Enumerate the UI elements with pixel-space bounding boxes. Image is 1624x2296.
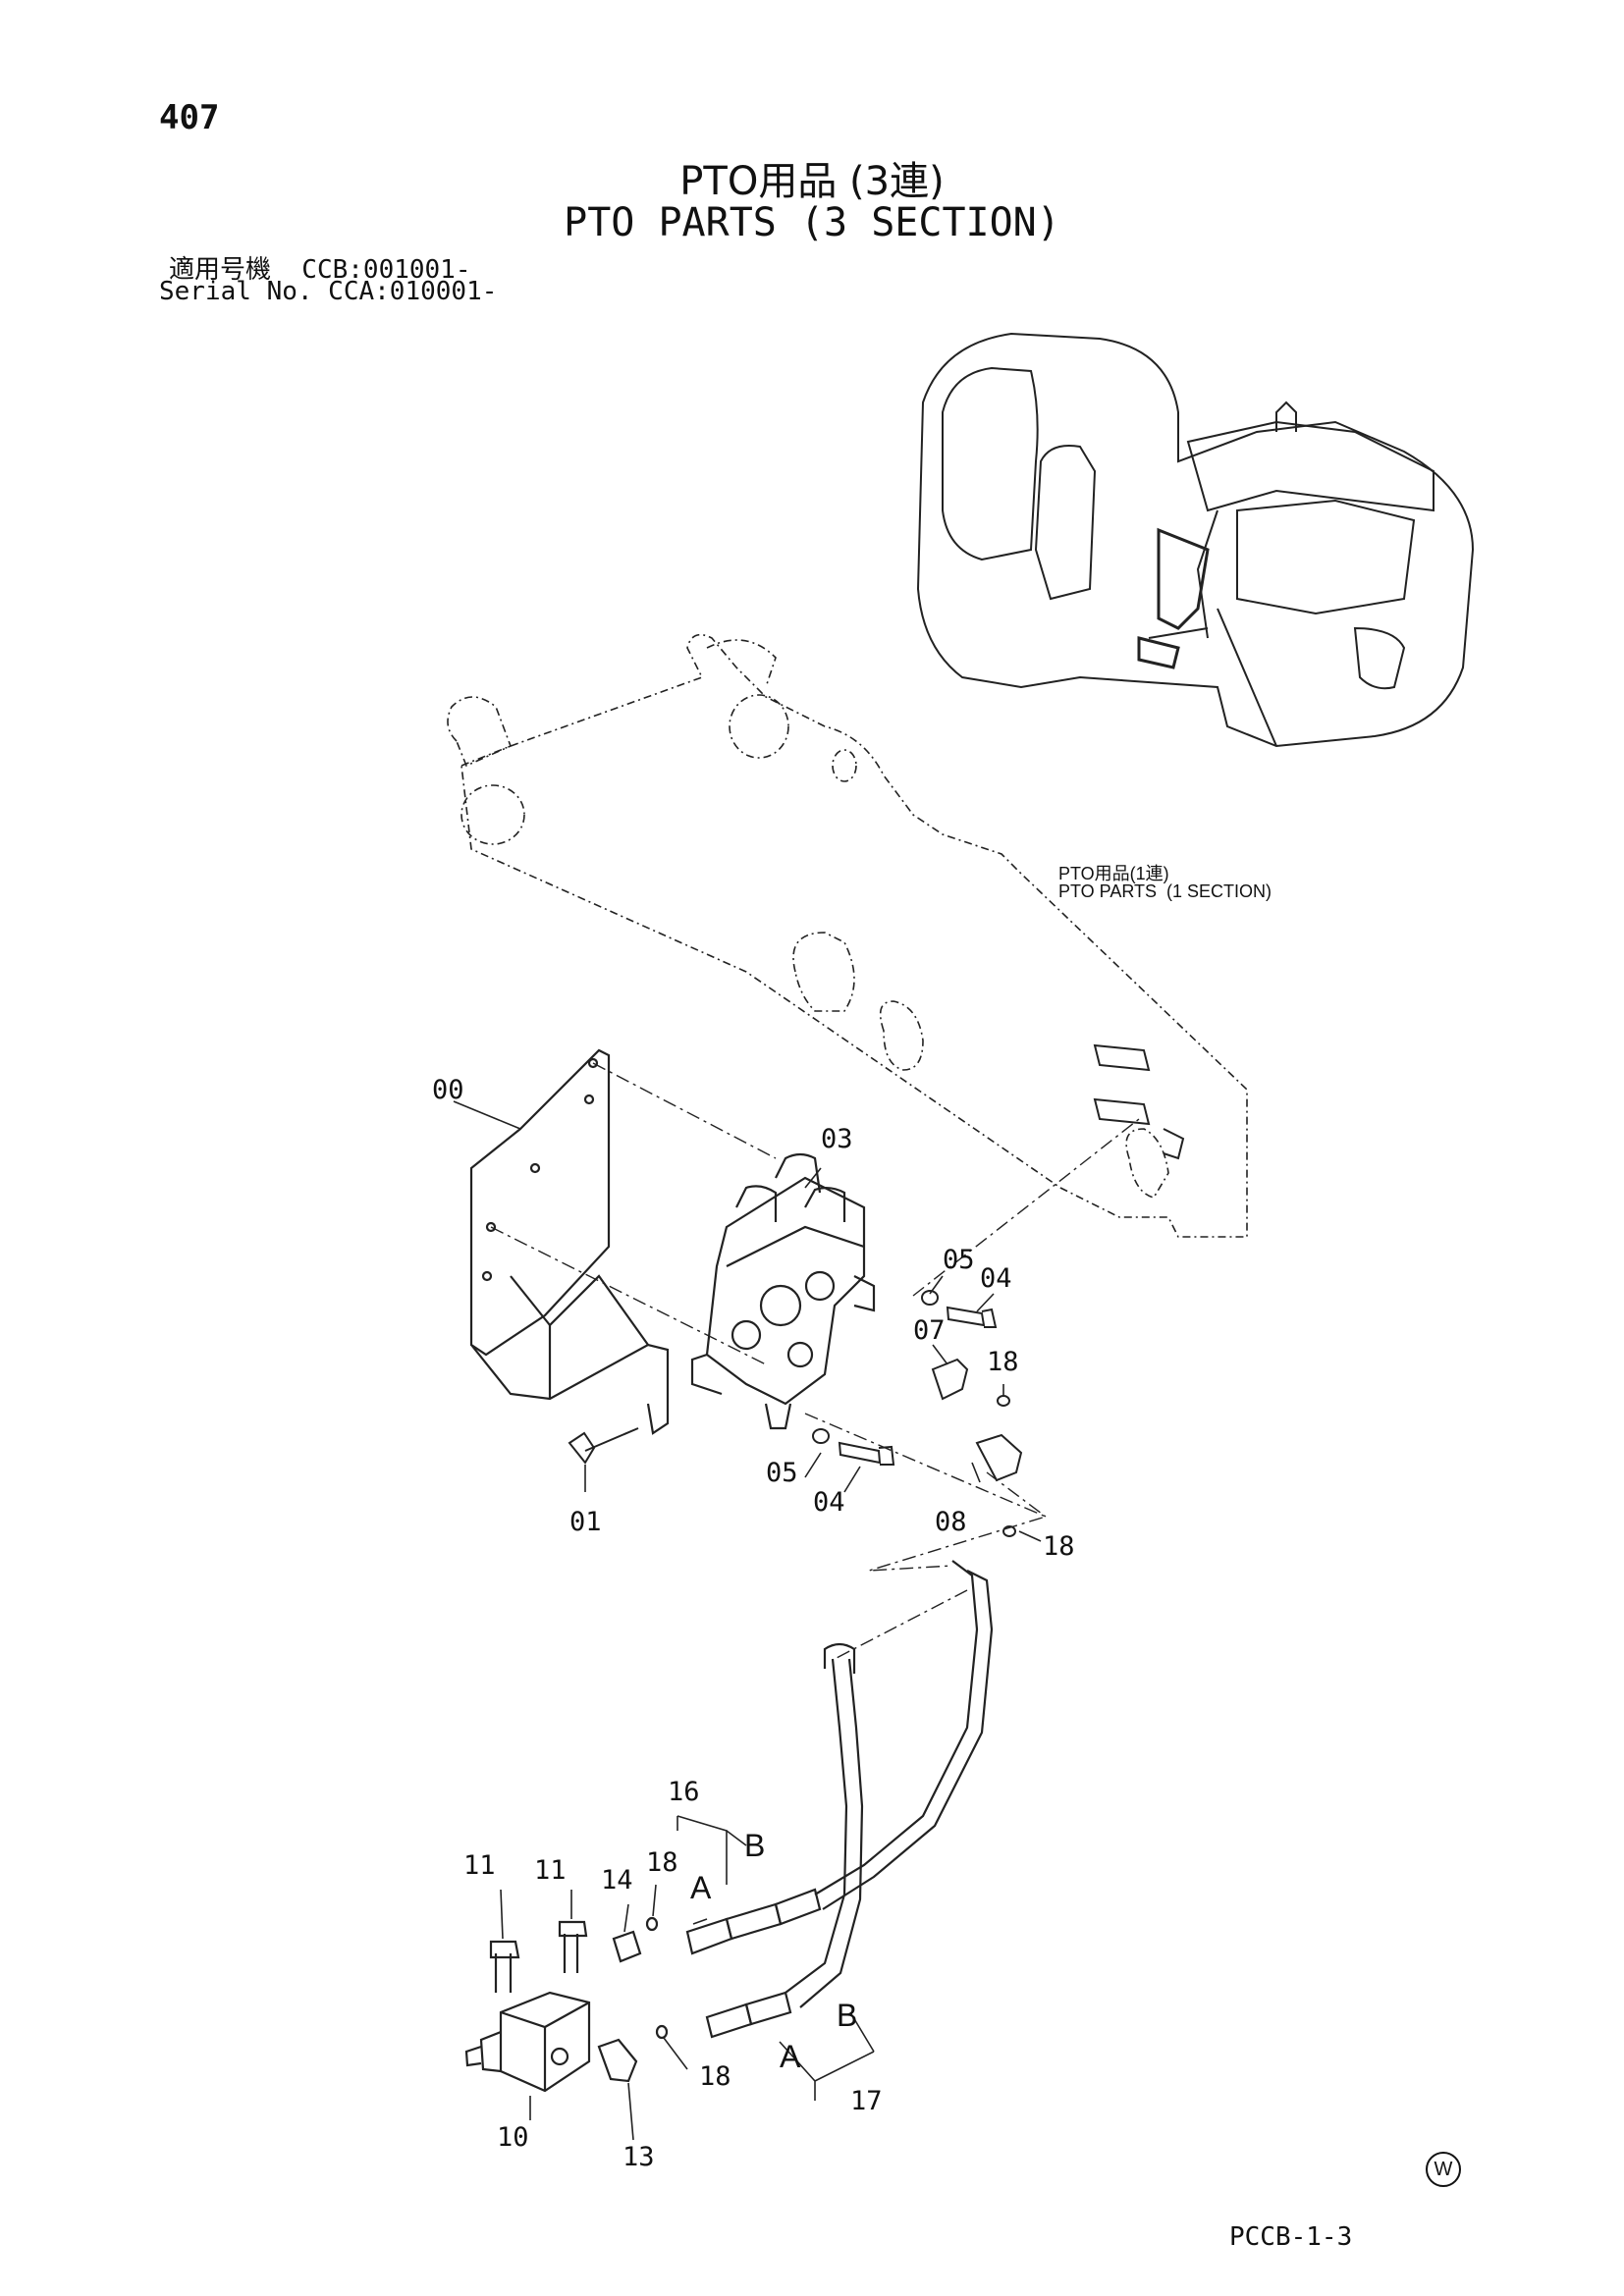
callout-01: 01 [569,1507,602,1537]
reference-label-en: PTO PARTS (1 SECTION) [1058,881,1272,901]
callout-18: 18 [699,2061,731,2092]
hydraulic-hoses [685,1560,994,2039]
excavator-illustration [916,332,1475,748]
callout-17: 17 [850,2086,883,2116]
page-title-jp: PTO用品 (3連) [679,159,945,204]
callout-07: 07 [913,1315,946,1346]
callout-03: 03 [821,1124,853,1154]
callout-18: 18 [1043,1531,1075,1562]
leader-lines [453,1100,1042,2141]
fasteners [568,1290,1023,1537]
watermark-mark: W [1426,2152,1461,2187]
callout-18: 18 [987,1347,1019,1377]
callout-04: 04 [980,1263,1012,1294]
callout-14: 14 [601,1865,633,1896]
document-code: PCCB-1-3 [1229,2222,1353,2252]
connection-letter-a: A [780,2039,801,2074]
control-valve [690,1152,876,1430]
connection-letter-a: A [690,1870,712,1905]
page-title-en: PTO PARTS (3 SECTION) [564,200,1060,245]
callout-05: 05 [943,1245,975,1275]
callout-11: 11 [463,1850,496,1881]
serial-number-jp: 適用号機 CCB:001001- [169,255,471,285]
callout-00: 00 [432,1075,464,1105]
callout-08: 08 [935,1507,967,1537]
callout-11: 11 [534,1855,567,1886]
mounting-bracket [469,1048,670,1435]
callout-13: 13 [623,2142,655,2172]
callout-10: 10 [497,2122,529,2153]
callout-16: 16 [668,1777,700,1807]
assembly-lines [490,1062,1140,1660]
clamp-blocks [1093,1043,1185,1160]
serial-number-en: Serial No. CCA:010001- [159,277,498,306]
frame-plate-outline [447,633,1248,1238]
callout-05: 05 [766,1458,798,1488]
connection-letter-b: B [744,1828,766,1863]
connection-letter-b: B [837,1998,858,2033]
page-number: 407 [159,98,220,137]
callout-04: 04 [813,1487,845,1518]
reference-label-jp: PTO用品(1連) [1058,864,1169,883]
manifold-block [464,1916,669,2093]
callout-18: 18 [646,1847,678,1878]
